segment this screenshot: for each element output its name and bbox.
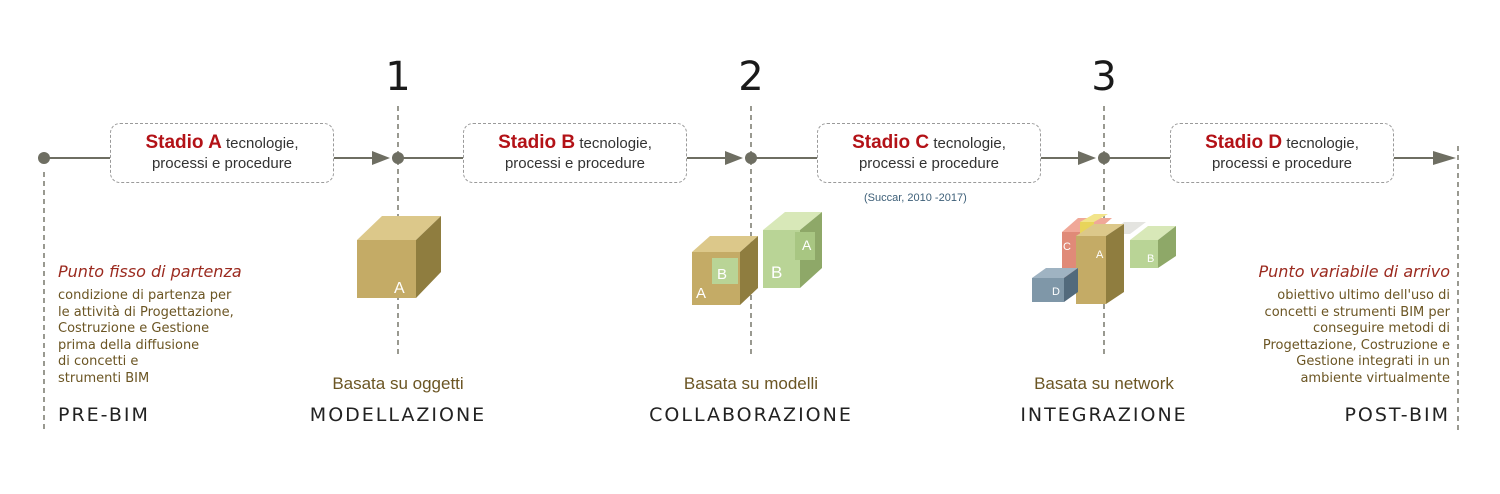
desc-line: concetti e strumenti BIM per [1264,304,1450,320]
stage-number-1: 1 [385,54,411,100]
stage2-basis: Basata su modelli [683,374,819,393]
svg-text:A: A [1096,249,1104,261]
network-assembly-icon: C A B D [1032,214,1176,304]
stadio-line2: processi e procedure [151,155,293,172]
desc-line: conseguire metodi di [1313,321,1450,336]
desc-line: condizione di partenza per [58,288,232,303]
stadio-line1: tecnologie, [933,135,1006,152]
pre-bim-label: PRE-BIM [58,404,150,426]
desc-line: Costruzione e Gestione [58,321,210,336]
desc-line: le attività di Progettazione, [58,304,234,320]
model-blocks-icon: B A B A [692,212,822,305]
stadio-line2: processi e procedure [858,155,1000,172]
stage3-basis: Basata su network [1034,374,1174,393]
stadio-d-box: Stadio D tecnologie, processi e procedur… [1170,123,1394,183]
arrow-head-icon [1433,151,1456,165]
stadio-line1: tecnologie, [225,135,299,152]
end-point-title: Punto variabile di arrivo [1258,262,1450,281]
desc-line: di concetti e [58,354,139,369]
stage1-node [392,152,404,164]
stadio-line1: tecnologie, [579,135,652,152]
stadio-name: Stadio B [498,132,576,153]
post-bim-label: POST-BIM [1344,404,1450,426]
start-point-description: condizione di partenza per le attività d… [58,288,234,387]
stage2-node [745,152,757,164]
object-cube-icon: A [357,216,441,298]
desc-line: obiettivo ultimo dell'uso di [1277,288,1450,303]
svg-text:A: A [696,285,706,302]
start-point-title: Punto fisso di partenza [58,262,242,281]
svg-text:D: D [1052,286,1060,298]
arrow-head-icon [1078,151,1096,165]
svg-text:B: B [1147,253,1154,265]
desc-line: prima della diffusione [58,337,200,353]
stadio-name: Stadio A [145,132,222,153]
svg-text:A: A [802,237,812,253]
stadio-name: Stadio C [852,132,930,153]
stage1-phase: MODELLAZIONE [309,404,487,426]
svg-text:B: B [771,263,782,282]
stage-number-3: 3 [1091,54,1117,100]
svg-text:C: C [1063,241,1071,253]
desc-line: ambiente virtualmente [1300,370,1450,386]
stage2-phase: COLLABORAZIONE [649,404,853,426]
stage3-phase: INTEGRAZIONE [1020,404,1188,426]
desc-line: Progettazione, Costruzione e [1262,337,1450,353]
start-node [38,152,50,164]
svg-text:B: B [717,266,727,283]
stadio-a-box: Stadio A tecnologie, processi e procedur… [110,123,334,183]
stadio-name: Stadio D [1205,132,1283,153]
desc-line: Gestione integrati in un [1296,354,1450,369]
stadio-b-box: Stadio B tecnologie, processi e procedur… [463,123,687,183]
arrow-head-icon [372,151,390,165]
stadio-c-box: Stadio C tecnologie, processi e procedur… [817,123,1041,183]
stage-number-2: 2 [738,54,764,100]
arrow-head-icon [725,151,743,165]
stage3-node [1098,152,1110,164]
reference-citation: (Succar, 2010 -2017) [864,192,967,204]
stadio-line1: tecnologie, [1286,135,1359,152]
stadio-line2: processi e procedure [504,155,646,172]
svg-text:A: A [394,280,405,297]
end-point-description: obiettivo ultimo dell'uso di concetti e … [1263,288,1450,387]
desc-line: strumenti BIM [58,370,150,386]
stage1-basis: Basata su oggetti [332,374,464,393]
stadio-line2: processi e procedure [1211,155,1353,172]
